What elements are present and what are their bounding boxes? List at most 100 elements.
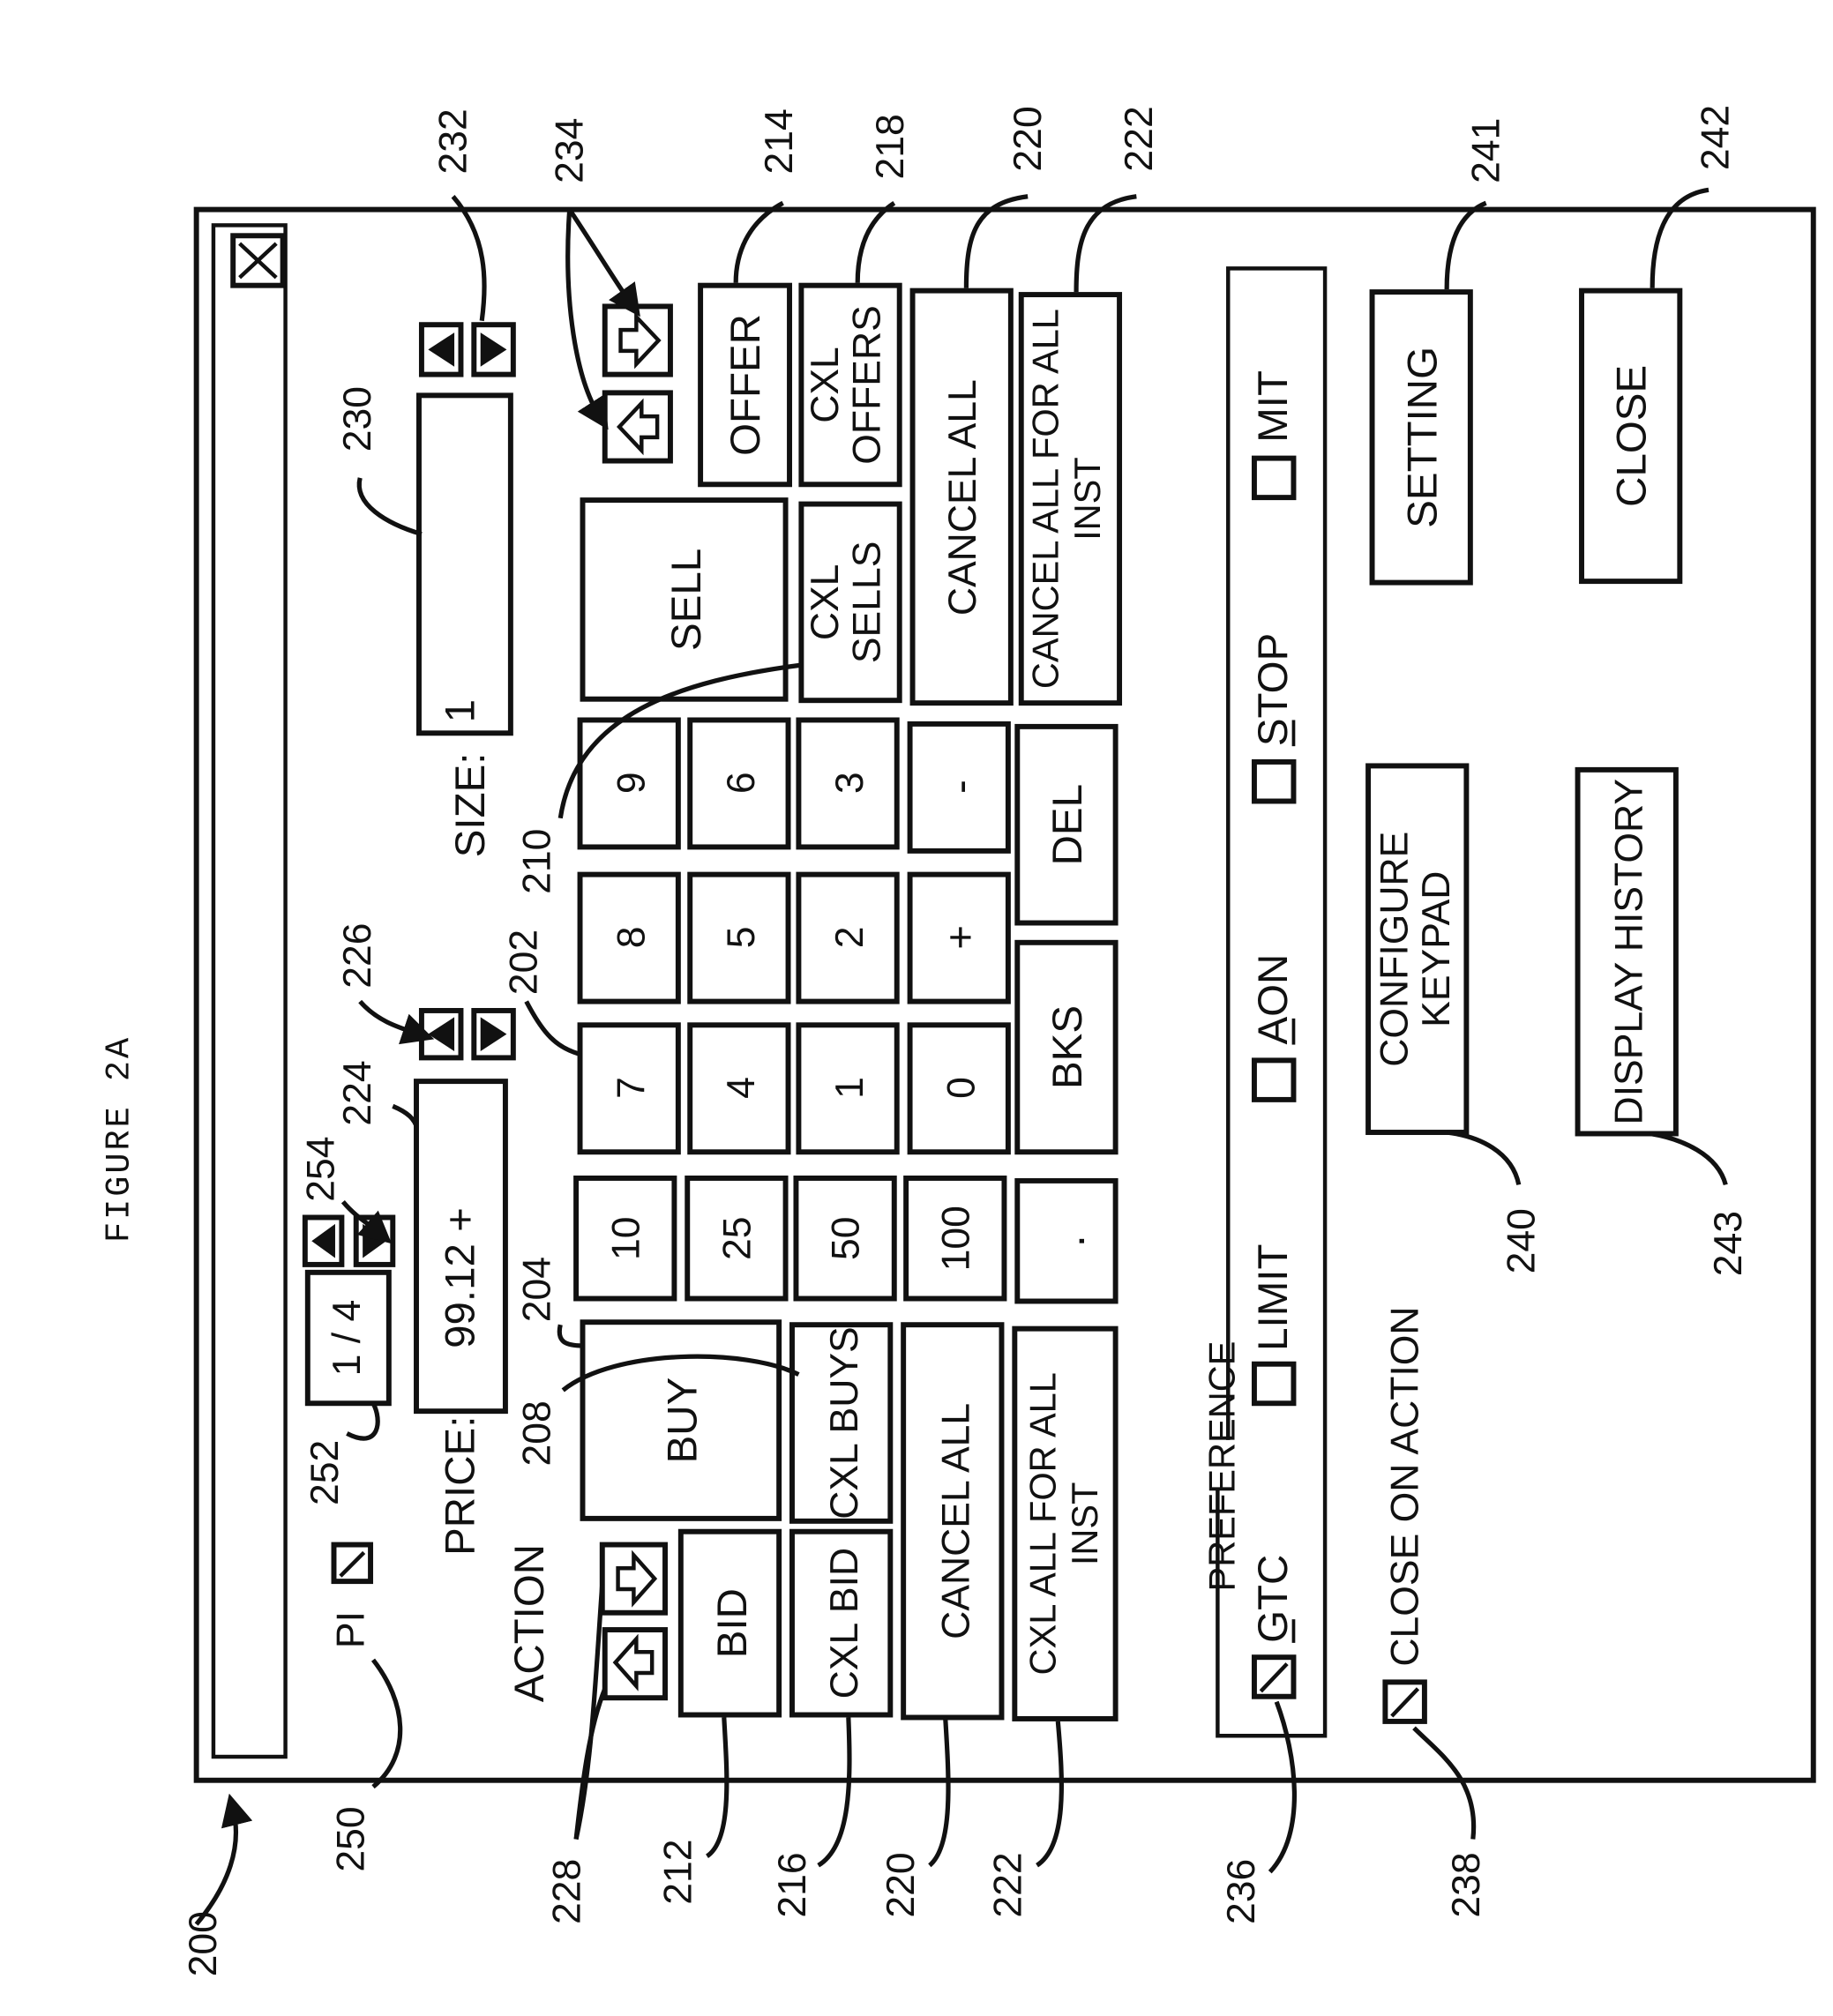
window-close-button[interactable]	[233, 235, 282, 285]
key-9-button[interactable]: 9	[580, 720, 678, 847]
cancel-all-for-all-inst-button[interactable]: CANCEL ALL FOR ALL INST	[1021, 295, 1119, 703]
svg-text:6: 6	[720, 772, 763, 794]
key-6-button[interactable]: 6	[690, 720, 788, 847]
size-label: SIZE:	[447, 753, 494, 858]
svg-text:1: 1	[828, 1077, 872, 1099]
action-down-arrow-icon[interactable]	[605, 1630, 665, 1698]
configure-keypad-button[interactable]: CONFIGURE KEYPAD	[1368, 765, 1466, 1132]
key-minus-button[interactable]: -	[910, 724, 1008, 851]
figure-title: FIGURE 2A	[100, 1035, 138, 1243]
svg-text:BUY: BUY	[660, 1378, 707, 1464]
svg-text:CXL ALL FOR ALL: CXL ALL FOR ALL	[1021, 1372, 1063, 1675]
decimal-point-button[interactable]: .	[1017, 1181, 1115, 1302]
key-1-button[interactable]: 1	[798, 1025, 896, 1152]
offer-up-arrow-icon[interactable]	[605, 306, 670, 374]
qty-25-button[interactable]: 25	[687, 1178, 785, 1299]
limit-checkbox[interactable]	[1254, 1364, 1294, 1404]
sell-button[interactable]: SELL	[583, 500, 786, 699]
tick-spin-left-icon[interactable]	[305, 1217, 342, 1264]
key-5-button[interactable]: 5	[690, 875, 788, 1002]
svg-text:SELL: SELL	[663, 549, 710, 651]
svg-text:+: +	[937, 925, 984, 950]
svg-text:CONFIGURE: CONFIGURE	[1373, 832, 1417, 1067]
svg-text:CXL BID: CXL BID	[823, 1548, 866, 1699]
ref-224: 224	[336, 1060, 379, 1125]
close-on-action-checkbox[interactable]	[1385, 1682, 1425, 1721]
ref-226: 226	[336, 922, 379, 988]
ref-241: 241	[1465, 118, 1508, 183]
svg-text:5: 5	[720, 926, 763, 948]
pi-label: PI	[330, 1611, 373, 1648]
stop-checkbox[interactable]	[1254, 762, 1294, 802]
svg-text:100: 100	[934, 1206, 977, 1271]
mit-checkbox[interactable]	[1254, 459, 1294, 498]
stop-label: STOP	[1250, 633, 1297, 746]
setting-button[interactable]: SETTING	[1373, 292, 1470, 583]
svg-text:CANCEL ALL FOR ALL: CANCEL ALL FOR ALL	[1024, 309, 1066, 689]
ref-212: 212	[657, 1839, 700, 1904]
cancel-all-right-button[interactable]: CANCEL ALL	[913, 291, 1011, 704]
cxl-all-for-all-inst-button[interactable]: CXL ALL FOR ALL INST	[1014, 1329, 1115, 1719]
backspace-button[interactable]: BKS	[1017, 943, 1115, 1152]
close-button[interactable]: CLOSE	[1582, 291, 1680, 582]
qty-50-button[interactable]: 50	[796, 1178, 894, 1299]
ref-240: 240	[1500, 1208, 1544, 1273]
cxl-sells-button[interactable]: CXL SELLS	[801, 504, 899, 701]
qty-100-button[interactable]: 100	[906, 1178, 1004, 1299]
ref-222-left: 222	[987, 1852, 1030, 1917]
gtc-checkbox[interactable]	[1254, 1657, 1294, 1697]
tick-fraction-field[interactable]: 1 / 4	[308, 1273, 389, 1403]
ref-200-arrow	[197, 1809, 236, 1924]
size-input[interactable]: 1	[419, 395, 511, 733]
offer-down-arrow-icon[interactable]	[605, 392, 670, 460]
cxl-bid-button[interactable]: CXL BID	[792, 1532, 890, 1715]
svg-text:SELLS: SELLS	[845, 541, 888, 664]
svg-text:1: 1	[437, 699, 483, 722]
ref-234: 234	[549, 118, 592, 183]
key-8-button[interactable]: 8	[580, 875, 678, 1002]
svg-text:8: 8	[610, 926, 653, 948]
svg-text:SETTING: SETTING	[1399, 347, 1446, 528]
pi-checkbox[interactable]	[333, 1545, 370, 1582]
svg-text:4: 4	[720, 1077, 763, 1099]
delete-button[interactable]: DEL	[1017, 727, 1115, 923]
ref-216: 216	[771, 1852, 814, 1917]
svg-text:OFFERS: OFFERS	[845, 305, 888, 465]
ref-220-left: 220	[879, 1852, 923, 1917]
ref-228: 228	[546, 1859, 589, 1924]
cancel-all-left-button[interactable]: CANCEL ALL	[903, 1325, 1001, 1717]
mit-label: MIT	[1250, 370, 1297, 443]
ref-200: 200	[182, 1911, 225, 1976]
svg-text:1 / 4: 1 / 4	[325, 1300, 369, 1377]
aon-checkbox[interactable]	[1254, 1060, 1294, 1100]
key-0-button[interactable]: 0	[910, 1025, 1008, 1152]
key-plus-button[interactable]: +	[910, 875, 1008, 1002]
cxl-offers-button[interactable]: CXL OFFERS	[801, 286, 899, 485]
svg-text:0: 0	[939, 1077, 983, 1099]
close-on-action-label: CLOSE ON ACTION	[1383, 1306, 1426, 1666]
svg-text:CANCEL ALL: CANCEL ALL	[941, 379, 984, 616]
key-2-button[interactable]: 2	[798, 875, 896, 1002]
key-4-button[interactable]: 4	[690, 1025, 788, 1152]
ref-220-right: 220	[1006, 106, 1050, 171]
price-spin-left-icon[interactable]	[422, 1011, 461, 1057]
display-history-button[interactable]: DISPLAY HISTORY	[1578, 770, 1676, 1134]
qty-10-button[interactable]: 10	[576, 1178, 674, 1299]
tick-spin-right-icon[interactable]	[356, 1217, 393, 1264]
svg-text:BID: BID	[709, 1588, 756, 1658]
svg-text:OFFER: OFFER	[722, 314, 769, 456]
svg-text:.: .	[1044, 1235, 1094, 1247]
price-input[interactable]: 99.12 +	[416, 1081, 505, 1411]
cxl-buys-button[interactable]: CXL BUYS	[792, 1325, 890, 1521]
offer-button[interactable]: OFFER	[700, 286, 789, 485]
key-3-button[interactable]: 3	[798, 720, 896, 847]
size-spin-right-icon[interactable]	[474, 325, 513, 374]
buy-button[interactable]: BUY	[583, 1322, 780, 1519]
key-7-button[interactable]: 7	[580, 1025, 678, 1152]
action-up-arrow-icon[interactable]	[602, 1545, 665, 1613]
ref-222-right: 222	[1118, 106, 1161, 171]
bid-button[interactable]: BID	[681, 1532, 779, 1715]
price-spin-right-icon[interactable]	[474, 1011, 513, 1057]
svg-text:BKS: BKS	[1044, 1005, 1091, 1089]
size-spin-left-icon[interactable]	[422, 325, 461, 374]
